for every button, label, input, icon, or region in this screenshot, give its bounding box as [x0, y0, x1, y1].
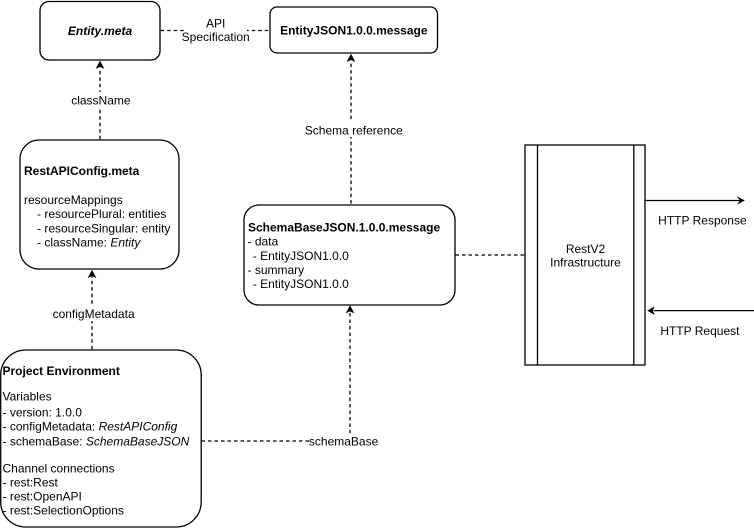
svg-text:- rest:SelectionOptions: - rest:SelectionOptions [3, 503, 124, 517]
svg-text:- data: - data [248, 235, 279, 249]
svg-text:- schemaBase: SchemaBaseJSON: - schemaBase: SchemaBaseJSON [3, 434, 190, 448]
svg-text:- EntityJSON1.0.0: - EntityJSON1.0.0 [253, 277, 349, 291]
svg-text:RestAPIConfig.meta: RestAPIConfig.meta [24, 164, 140, 178]
svg-text:Infrastructure: Infrastructure [550, 255, 621, 269]
svg-text:- className: Entity: - className: Entity [37, 235, 141, 249]
svg-text:HTTP Request: HTTP Request [660, 324, 740, 338]
svg-text:schemaBase: schemaBase [309, 434, 379, 448]
svg-text:configMetadata: configMetadata [53, 307, 135, 321]
svg-text:- rest:OpenAPI: - rest:OpenAPI [3, 489, 82, 503]
svg-text:- version: 1.0.0: - version: 1.0.0 [3, 405, 83, 419]
svg-text:HTTP Response: HTTP Response [658, 214, 747, 228]
svg-text:RestV2: RestV2 [566, 242, 606, 256]
svg-text:- summary: - summary [248, 263, 305, 277]
svg-text:- resourceSingular: entity: - resourceSingular: entity [37, 221, 170, 235]
svg-text:Channel connections: Channel connections [3, 461, 115, 475]
svg-text:Variables: Variables [3, 389, 52, 403]
svg-text:- rest:Rest: - rest:Rest [3, 475, 59, 489]
svg-text:SchemaBaseJSON.1.0.0.message: SchemaBaseJSON.1.0.0.message [248, 221, 440, 235]
svg-text:API: API [206, 17, 225, 31]
svg-text:- configMetadata: RestAPIConfi: - configMetadata: RestAPIConfig [3, 420, 178, 434]
svg-text:Specification: Specification [182, 30, 250, 44]
svg-text:- resourcePlural: entities: - resourcePlural: entities [37, 207, 166, 221]
svg-text:Entity.meta: Entity.meta [68, 24, 133, 38]
svg-text:EntityJSON1.0.0.message: EntityJSON1.0.0.message [280, 23, 428, 37]
svg-text:className: className [71, 93, 131, 107]
svg-text:- EntityJSON1.0.0: - EntityJSON1.0.0 [253, 249, 349, 263]
svg-text:Schema reference: Schema reference [305, 124, 403, 138]
svg-text:Project Environment: Project Environment [3, 364, 120, 378]
svg-text:resourceMappings: resourceMappings [24, 193, 123, 207]
